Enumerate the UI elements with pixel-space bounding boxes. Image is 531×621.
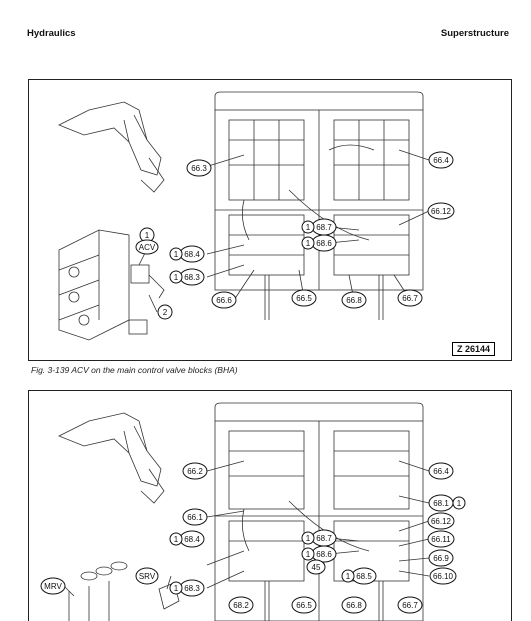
header-section: Hydraulics — [27, 28, 76, 39]
label-66-12: 66.12 — [431, 517, 452, 526]
label-68-4: 68.4 — [184, 535, 200, 544]
figure-1-drawing: 66.3 66.4 66.12 68.7 68.6 68.4 68.3 66.6… — [58, 91, 455, 341]
label-68-3: 68.3 — [184, 584, 200, 593]
label-68-6: 68.6 — [316, 239, 332, 248]
label-66-12: 66.12 — [431, 207, 452, 216]
label-68-7: 68.7 — [316, 223, 332, 232]
label-66-10: 66.10 — [433, 572, 454, 581]
label-68-4: 68.4 — [184, 250, 200, 259]
figure-1-frame: 66.3 66.4 66.12 68.7 68.6 68.4 68.3 66.6… — [28, 79, 512, 361]
figure-1-id: Z 26144 — [451, 342, 495, 356]
label-66-3: 66.3 — [191, 164, 207, 173]
label-1-c: 1 — [174, 250, 179, 259]
label-1-a: 1 — [306, 223, 311, 232]
label-66-4: 66.4 — [433, 467, 449, 476]
label-68-6: 68.6 — [316, 550, 332, 559]
label-66-1: 66.1 — [187, 513, 203, 522]
label-acv: ACV — [139, 243, 156, 252]
label-66-8: 66.8 — [346, 296, 362, 305]
valve-block-icon — [58, 229, 130, 341]
label-68-3: 68.3 — [184, 273, 200, 282]
label-68-1: 68.1 — [433, 499, 449, 508]
label-66-7: 66.7 — [402, 601, 418, 610]
label-2: 2 — [163, 308, 168, 317]
label-mrv: MRV — [44, 582, 62, 591]
label-45: 45 — [312, 563, 321, 572]
label-1-acv: 1 — [145, 231, 150, 240]
label-66-8: 66.8 — [346, 601, 362, 610]
label-66-7: 66.7 — [402, 294, 418, 303]
figure-2-drawing: 66.2 66.4 68.1 1 66.1 66.12 68.7 68.6 66… — [40, 402, 466, 621]
label-1-g: 1 — [306, 550, 311, 559]
header-chapter: Superstructure — [440, 28, 509, 39]
label-66-5: 66.5 — [296, 294, 312, 303]
label-1-i: 1 — [174, 584, 179, 593]
label-68-5: 68.5 — [356, 572, 372, 581]
label-66-6: 66.6 — [216, 296, 232, 305]
label-66-5: 66.5 — [296, 601, 312, 610]
label-1-e: 1 — [457, 499, 462, 508]
figure-1-caption: Fig. 3-139 ACV on the main control valve… — [31, 365, 238, 375]
label-1-f: 1 — [306, 534, 311, 543]
label-1-h: 1 — [174, 535, 179, 544]
figure-2-frame: 66.2 66.4 68.1 1 66.1 66.12 68.7 68.6 66… — [28, 390, 512, 621]
label-68-2: 68.2 — [233, 601, 249, 610]
label-1-j: 1 — [346, 572, 351, 581]
label-srv: SRV — [139, 572, 156, 581]
label-66-4: 66.4 — [433, 156, 449, 165]
label-66-11: 66.11 — [431, 535, 451, 544]
excavator-arm-icon — [58, 412, 162, 487]
label-68-7: 68.7 — [316, 534, 332, 543]
label-1-d: 1 — [174, 273, 179, 282]
label-66-9: 66.9 — [433, 554, 449, 563]
label-1-b: 1 — [306, 239, 311, 248]
label-66-2: 66.2 — [187, 467, 203, 476]
excavator-arm-icon — [58, 101, 162, 176]
